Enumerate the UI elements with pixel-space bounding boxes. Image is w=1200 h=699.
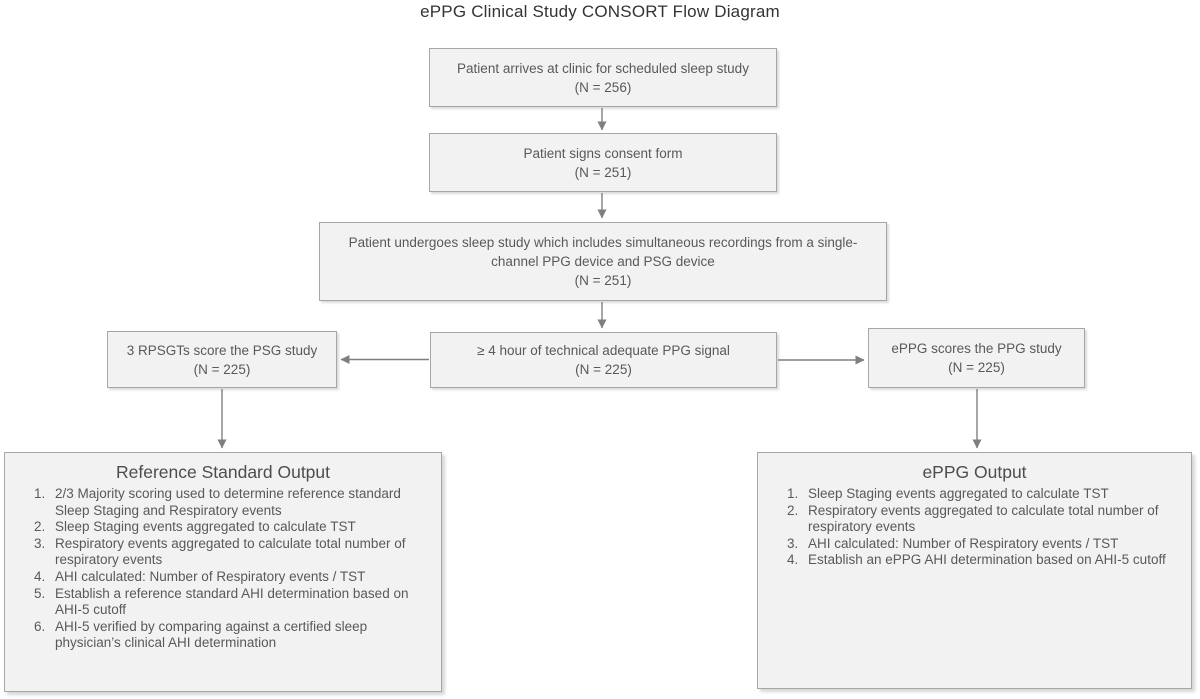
output-box-reference-standard: Reference Standard Output 1. 2/3 Majorit… bbox=[4, 452, 442, 692]
reference-output-list: 1. 2/3 Majority scoring used to determin… bbox=[5, 486, 441, 652]
flow-box-rpsgt-score: 3 RPSGTs score the PSG study (N = 225) bbox=[107, 331, 337, 388]
flow-box-label: Patient arrives at clinic for scheduled … bbox=[457, 60, 749, 76]
flow-box-n-count: (N = 225) bbox=[193, 361, 251, 377]
list-item: 4. Establish an ePPG AHI determination b… bbox=[787, 552, 1166, 568]
list-item: 4. AHI calculated: Number of Respiratory… bbox=[34, 568, 366, 584]
flow-box-n-count: (N = 225) bbox=[575, 362, 632, 377]
flow-box-eppg-scores: ePPG scores the PPG study (N = 225) bbox=[868, 328, 1085, 388]
output-box-heading: ePPG Output bbox=[922, 462, 1027, 482]
list-item: 6. AHI-5 verified by comparing against a… bbox=[34, 618, 368, 651]
flow-box-n-count: (N = 256) bbox=[574, 79, 632, 95]
flow-box-n-count: (N = 251) bbox=[574, 273, 632, 288]
list-item: 1. 2/3 Majority scoring used to determin… bbox=[34, 486, 401, 518]
flow-box-label: ≥ 4 hour of technical adequate PPG signa… bbox=[477, 343, 730, 358]
flow-box-n-count: (N = 225) bbox=[948, 360, 1005, 375]
flow-box-label: Patient signs consent form bbox=[523, 145, 683, 161]
list-item: 2. Sleep Staging events aggregated to ca… bbox=[34, 519, 356, 535]
flow-box-label: ePPG scores the PPG study bbox=[891, 341, 1062, 356]
flow-box-sleep-study: Patient undergoes sleep study which incl… bbox=[319, 222, 887, 301]
list-item: 1. Sleep Staging events aggregated to ca… bbox=[787, 486, 1109, 501]
flow-box-label: 3 RPSGTs score the PSG study bbox=[126, 342, 318, 358]
flow-box-patient-arrives: Patient arrives at clinic for scheduled … bbox=[429, 48, 777, 107]
flow-box-n-count: (N = 251) bbox=[574, 164, 632, 180]
flow-box-consent-form: Patient signs consent form (N = 251) bbox=[429, 133, 777, 192]
list-item: 5. Establish a reference standard AHI de… bbox=[34, 585, 409, 618]
flow-box-label: Patient undergoes sleep study which incl… bbox=[348, 235, 858, 269]
diagram-title: ePPG Clinical Study CONSORT Flow Diagram bbox=[420, 2, 780, 21]
list-item: 3. AHI calculated: Number of Respiratory… bbox=[787, 535, 1119, 551]
list-item: 2. Respiratory events aggregated to calc… bbox=[787, 502, 1159, 535]
eppg-output-list: 1. Sleep Staging events aggregated to ca… bbox=[758, 486, 1191, 569]
output-box-eppg: ePPG Output 1. Sleep Staging events aggr… bbox=[757, 452, 1192, 689]
flow-box-ppg-signal: ≥ 4 hour of technical adequate PPG signa… bbox=[430, 332, 777, 388]
output-box-heading: Reference Standard Output bbox=[115, 462, 331, 482]
list-item: 3. Respiratory events aggregated to calc… bbox=[34, 535, 406, 568]
